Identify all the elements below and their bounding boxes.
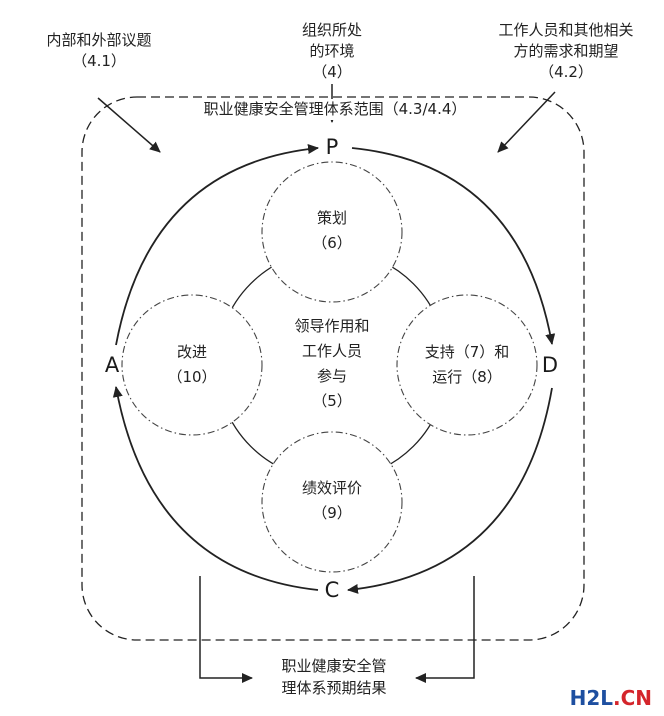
external-issues-label: 内部和外部议题 （4.1） bbox=[46, 31, 152, 70]
leadership-label: 领导作用和 工作人员 参与 （5） bbox=[294, 317, 370, 410]
arrow-c-to-a bbox=[112, 386, 319, 591]
arrow-outcome-right bbox=[415, 576, 475, 683]
evaluation-label: 绩效评价 （9） bbox=[301, 479, 362, 522]
stakeholders-label: 工作人员和其他相关 方的需求和期望 （4.2） bbox=[498, 21, 634, 81]
context-label: 组织所处 的环境 （4） bbox=[301, 21, 362, 81]
arrow-a-to-p bbox=[115, 144, 319, 346]
pdca-p-letter: P bbox=[325, 135, 339, 159]
scope-boundary bbox=[81, 96, 585, 641]
support-operation-label: 支持（7）和 运行（8） bbox=[424, 343, 510, 386]
pdca-a-letter: A bbox=[104, 353, 120, 377]
intended-outcomes-label: 职业健康安全管 理体系预期结果 bbox=[281, 657, 387, 697]
site-watermark-logo: H2L.CN bbox=[570, 686, 652, 710]
pdca-d-letter: D bbox=[541, 353, 559, 377]
support-circle bbox=[396, 294, 538, 436]
watermark-part-cn: .CN bbox=[612, 686, 652, 710]
arrow-stakeholders bbox=[497, 91, 556, 153]
evaluation-circle bbox=[261, 431, 403, 573]
planning-circle bbox=[261, 161, 403, 303]
arrow-outcome-left bbox=[199, 576, 253, 683]
arrow-p-to-d bbox=[351, 147, 556, 345]
pdca-c-letter: C bbox=[324, 578, 340, 602]
arrow-d-to-c bbox=[347, 387, 553, 594]
watermark-part-h2l: H2L bbox=[569, 686, 613, 710]
improvement-label: 改进 （10） bbox=[167, 343, 217, 386]
improvement-circle bbox=[121, 294, 263, 436]
scope-title: 职业健康安全管理体系范围（4.3/4.4） bbox=[180, 99, 490, 120]
planning-label: 策划 （6） bbox=[312, 209, 352, 252]
arrow-external-issues bbox=[97, 97, 161, 153]
